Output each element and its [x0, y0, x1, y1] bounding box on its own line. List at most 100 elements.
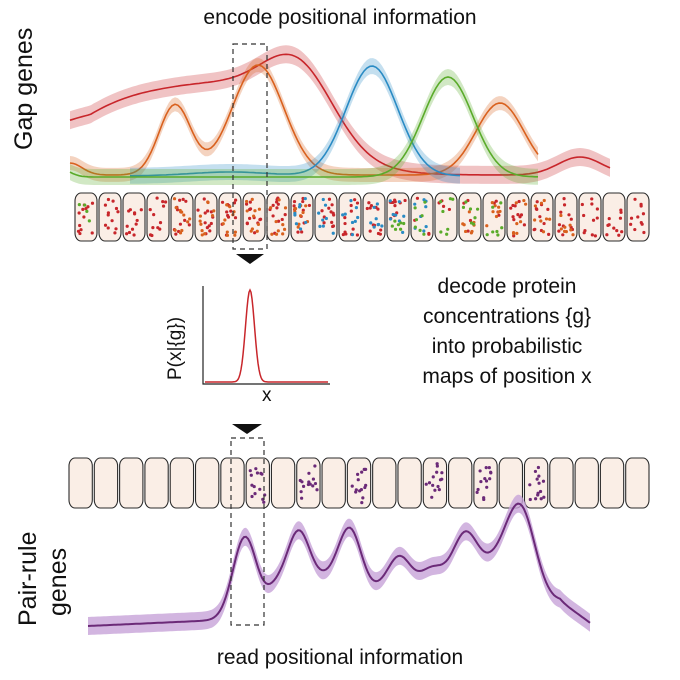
protein-dot [301, 196, 305, 201]
protein-dot [322, 221, 326, 225]
protein-dot [361, 496, 365, 500]
protein-dot [296, 230, 300, 234]
protein-dot [343, 215, 347, 220]
protein-dot [388, 217, 393, 221]
protein-dot [301, 210, 305, 215]
protein-dot [468, 207, 473, 211]
protein-dot [229, 209, 233, 213]
protein-dot [571, 233, 575, 237]
cell [422, 457, 448, 509]
protein-dot [538, 489, 543, 494]
protein-dot [475, 207, 480, 211]
protein-dot [528, 483, 532, 487]
protein-dot [534, 207, 538, 211]
protein-dot [441, 209, 445, 214]
protein-dot [403, 198, 407, 203]
protein-dot [435, 462, 439, 466]
protein-dot [633, 227, 637, 232]
down-arrow-marker-icon [236, 254, 264, 264]
protein-dot [511, 215, 515, 219]
cell [434, 192, 458, 242]
protein-dot [595, 216, 599, 220]
protein-dot [593, 234, 597, 238]
protein-dot [393, 227, 398, 231]
protein-dot [356, 472, 360, 477]
decode-line-4: maps of position x [422, 365, 592, 388]
protein-dot [252, 484, 256, 489]
protein-dot [84, 207, 88, 211]
protein-dot [517, 199, 521, 204]
decode-line-2: concentrations {g} [422, 305, 592, 328]
protein-dot [248, 216, 252, 220]
protein-dot [148, 233, 153, 237]
protein-dot [315, 488, 319, 492]
protein-dot [293, 206, 297, 211]
protein-dot [208, 229, 212, 233]
protein-dot [511, 232, 516, 236]
cell [338, 192, 362, 242]
protein-dot [440, 471, 444, 475]
protein-dot [376, 222, 381, 227]
protein-dot [82, 215, 86, 219]
protein-dot [360, 501, 364, 505]
protein-dot [364, 483, 368, 487]
protein-dot [353, 219, 357, 223]
protein-dot [276, 219, 281, 223]
protein-dot [327, 206, 331, 210]
protein-dot [350, 220, 355, 225]
protein-dot [76, 229, 81, 233]
protein-dot [494, 199, 498, 203]
protein-dot [203, 221, 207, 225]
probability-inset-plot [202, 286, 330, 385]
protein-dot [476, 487, 480, 492]
protein-dot [513, 204, 517, 208]
protein-dot [548, 217, 552, 221]
protein-dot [499, 201, 503, 205]
protein-dot [473, 216, 477, 220]
protein-dot [341, 213, 345, 217]
protein-dot [516, 213, 520, 217]
protein-dot [380, 224, 384, 228]
gap-genes-label: Gap genes [10, 27, 38, 150]
protein-dot [83, 203, 87, 207]
blue-gene-band [130, 58, 460, 184]
protein-dot [424, 224, 428, 229]
protein-dot [414, 218, 419, 222]
cell [473, 457, 498, 509]
protein-dot [567, 213, 571, 217]
protein-dot [617, 233, 621, 237]
protein-dot [360, 470, 364, 474]
protein-dot [106, 226, 110, 230]
top-cell-row [74, 192, 650, 242]
protein-dot [298, 227, 303, 231]
protein-dot [557, 223, 562, 227]
protein-dot [369, 203, 374, 208]
protein-dot [151, 226, 155, 230]
protein-dot [275, 200, 279, 204]
protein-dot [178, 222, 183, 226]
protein-dot [639, 202, 643, 206]
protein-dot [431, 483, 435, 487]
protein-dot [595, 207, 599, 211]
protein-dot [484, 466, 488, 470]
protein-dot [537, 474, 541, 478]
protein-dot [180, 210, 184, 214]
protein-dot [515, 222, 519, 226]
protein-dot [250, 227, 254, 231]
protein-dot [77, 203, 81, 207]
protein-dot [355, 201, 360, 205]
protein-dot [252, 214, 256, 218]
protein-dot [620, 230, 624, 234]
protein-dot [349, 199, 353, 203]
protein-dot [497, 213, 501, 217]
protein-dot [245, 209, 249, 213]
inset-x-axis-label: x [262, 385, 272, 406]
protein-dot [397, 200, 401, 204]
protein-dot [172, 197, 177, 201]
cell [122, 192, 146, 242]
protein-dot [618, 216, 623, 220]
protein-dot [269, 206, 273, 210]
protein-dot [178, 231, 183, 235]
protein-dot [512, 218, 516, 222]
protein-dot [311, 484, 315, 488]
